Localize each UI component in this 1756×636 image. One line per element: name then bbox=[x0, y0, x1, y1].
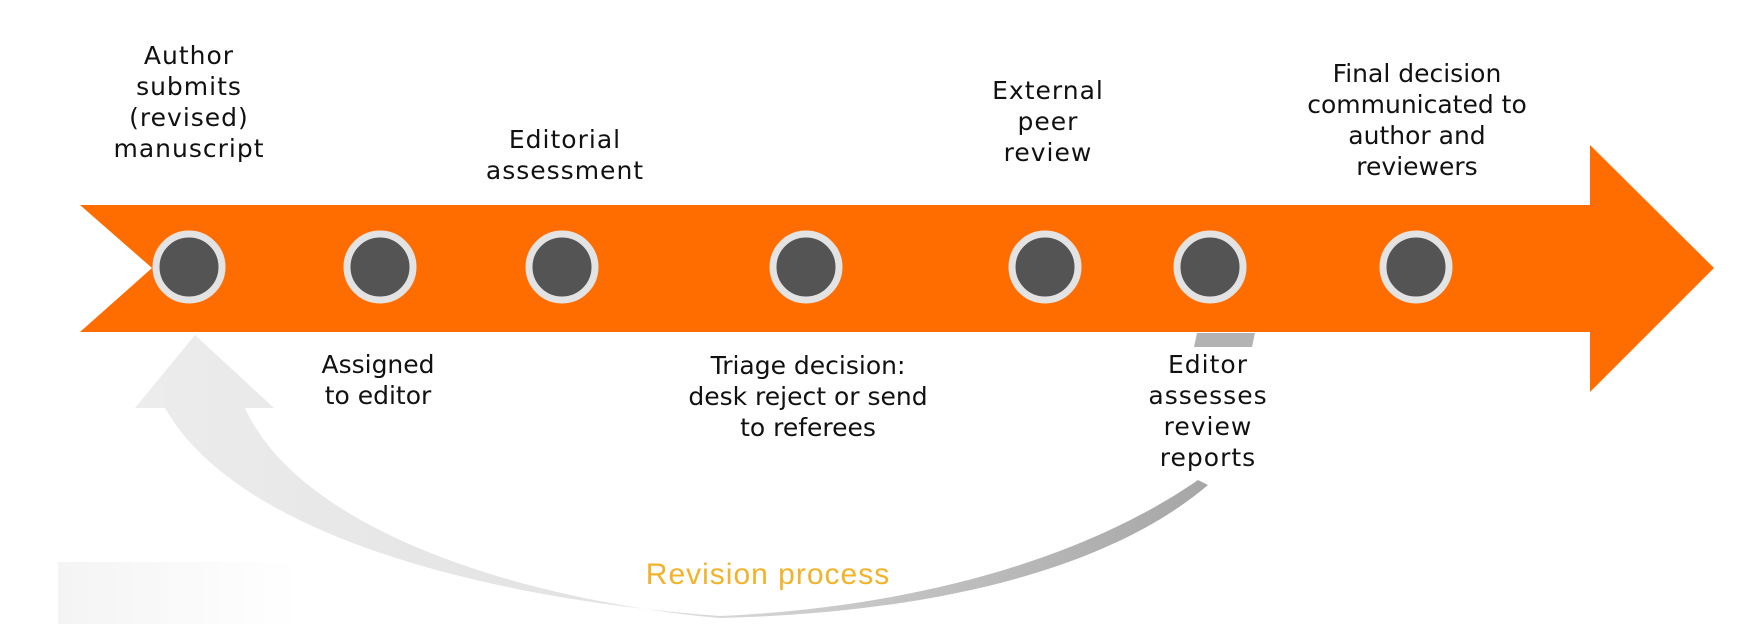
step-node bbox=[525, 230, 599, 304]
revision-process-label: Revision process bbox=[645, 558, 891, 591]
step-node bbox=[769, 230, 843, 304]
step-node bbox=[152, 230, 226, 304]
step-label: Editorial assessment bbox=[485, 125, 645, 185]
step-label: Final decision communicated to author an… bbox=[1307, 59, 1527, 181]
step-node bbox=[1173, 230, 1247, 304]
timeline-arrow bbox=[80, 145, 1714, 392]
step-label: Author submits (revised) manuscript bbox=[113, 41, 265, 163]
step-node bbox=[1379, 230, 1453, 304]
step-node bbox=[1008, 230, 1082, 304]
step-label: Editor assesses review reports bbox=[1148, 350, 1268, 472]
step-label: Assigned to editor bbox=[321, 350, 435, 410]
revision-arrow bbox=[135, 335, 1208, 618]
step-label: Triage decision: desk reject or send to … bbox=[688, 351, 928, 442]
step-node bbox=[343, 230, 417, 304]
revision-tab bbox=[1194, 333, 1255, 347]
step-nodes bbox=[152, 230, 1453, 304]
fade-block bbox=[58, 562, 298, 624]
step-label: External peer review bbox=[992, 76, 1104, 167]
